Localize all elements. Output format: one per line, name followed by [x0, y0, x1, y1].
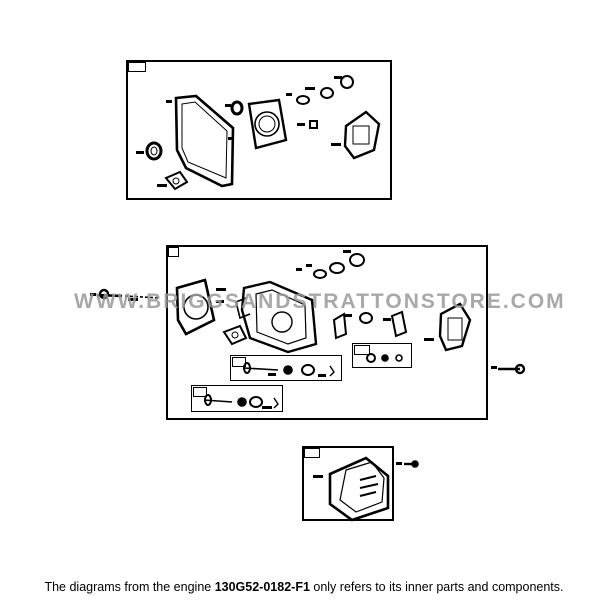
rocker-cover-tag [304, 448, 320, 458]
engine-model-number: 130G52-0182-F1 [214, 580, 310, 594]
caption-suffix: only refers to its inner parts and compo… [309, 580, 564, 594]
diagram-caption: The diagrams from the engine 130G52-0182… [0, 580, 608, 594]
breather-gasket [164, 170, 189, 191]
small-breather-plate [222, 324, 248, 346]
valve-cover-parts [366, 353, 403, 363]
callout-marks [90, 76, 497, 478]
gasket-set-tag [128, 62, 146, 72]
rocker-cover-bolt [404, 460, 419, 468]
valve-cover-tag [354, 345, 370, 355]
store-watermark: WWW.BRIGGSANDSTRATTONSTORE.COM [74, 290, 566, 313]
rocker-cover-panel [302, 446, 394, 521]
exhaust-gasket [343, 110, 381, 160]
small-seal [230, 100, 244, 116]
crankcase-gasket [174, 94, 235, 188]
caption-prefix: The diagrams from the engine [44, 580, 215, 594]
head-bolt [96, 288, 161, 300]
exhaust-valve-parts [203, 394, 279, 409]
intake-gaskets [296, 75, 354, 129]
cylinder-head-tag [168, 247, 179, 257]
intake-valve-parts [243, 362, 335, 377]
rocker-cover [328, 456, 390, 522]
head-gasket-large [175, 278, 216, 336]
intake-valve-tag [232, 357, 246, 367]
oil-seal [145, 141, 163, 161]
spark-plug-stud [498, 363, 526, 375]
valve-cover-gasket [438, 302, 472, 352]
cylinder-head-gasket [247, 98, 288, 150]
cylinder-head [235, 280, 318, 354]
exhaust-valve-tag [193, 387, 207, 397]
intake-manifold-gaskets [313, 253, 408, 340]
